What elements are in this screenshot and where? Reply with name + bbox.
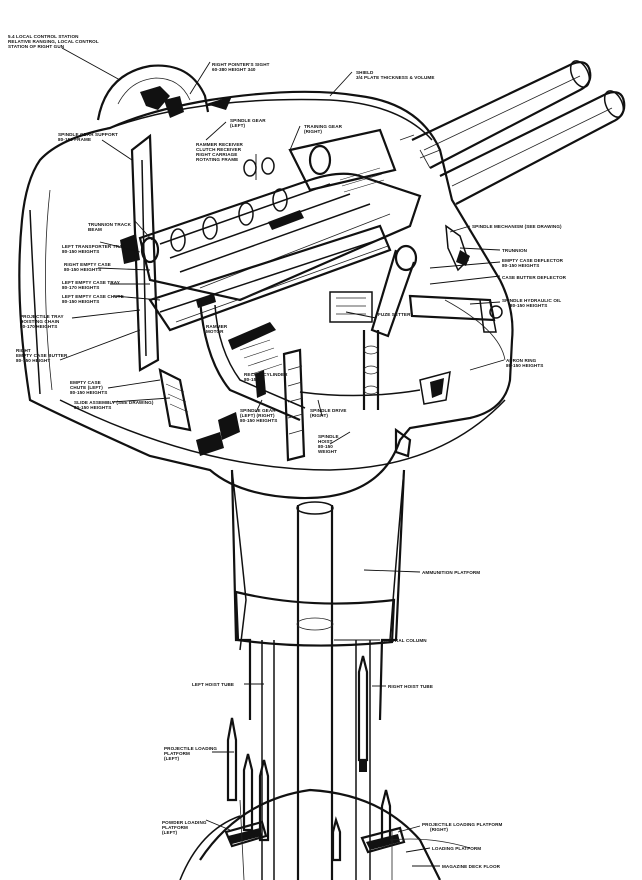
label-rammer: RAMMER RECEIVER	[196, 142, 244, 147]
label-rammer-3: RIGHT CARRIAGE	[196, 152, 237, 157]
label-spindle-hoist: SPINDLE	[318, 434, 339, 439]
gun-house-shield	[18, 64, 514, 500]
label-spindle-hoist-4: WEIGHT	[318, 449, 337, 454]
label-spindle-hydraulic-2: 80-150 HEIGHTS	[510, 303, 547, 308]
label-spindle-mechanism: SPINDLE MECHANISM (SEE DRAWING)	[472, 224, 562, 229]
label-powder-loading-platform-left-2: PLATFORM	[162, 825, 188, 830]
label-trunnion-track-2: BEAM	[88, 227, 102, 232]
label-magazine-deck: MAGAZINE DECK FLOOR	[442, 864, 501, 869]
label-rammer-2: CLUTCH RECEIVER	[196, 147, 242, 152]
label-apron-ring: APRON RING	[506, 358, 537, 363]
label-fuze-setter: FUZE SETTER	[378, 312, 411, 317]
label-projectile-loading-platform-left-2: PLATFORM	[164, 751, 190, 756]
label-recoil-cylinder: RECOIL CYLINDER	[244, 372, 288, 377]
label-empty-case-chute: EMPTY CASE	[70, 380, 101, 385]
label-left-empty-case-chute-2: 80-150 HEIGHTS	[62, 299, 99, 304]
label-spindle-gear-bottom: SPINDLE GEAR	[240, 408, 276, 413]
label-projectile-loading-platform-right: PROJECTILE LOADING PLATFORM	[422, 822, 503, 827]
label-left-hoist-tube: LEFT HOIST TUBE	[192, 682, 234, 687]
label-left-empty-case-tray: LEFT EMPTY CASE TRAY	[62, 280, 120, 285]
label-shield: SHIELD	[356, 70, 374, 75]
label-right-empty-case-butter-3: 80-150 HEIGHT	[16, 358, 50, 363]
label-right-empty-case-2: 80-150 HEIGHTS	[64, 267, 101, 272]
label-empty-case-chute-3: 80-150 HEIGHTS	[70, 390, 107, 395]
label-left-empty-case-chute: LEFT EMPTY CASE CHUTE	[62, 294, 124, 299]
recoil-cylinders	[140, 128, 397, 264]
label-local-control-station-2: RELATIVE RANGING, LOCAL CONTROL	[8, 39, 99, 44]
label-spindle-drive: SPINDLE DRIVE	[310, 408, 347, 413]
label-left-trunnion-tray: LEFT TRANSPORTER TRAY	[62, 244, 125, 249]
label-spindle-gear-support: SPINDLE GEAR SUPPORT	[58, 132, 118, 137]
label-right-empty-case-butter: RIGHT	[16, 348, 31, 353]
label-empty-case-deflector-2: 80-150 HEIGHTS	[502, 263, 539, 268]
label-powder-loading-platform-left-3: (LEFT)	[162, 830, 178, 835]
gun-carriage	[120, 128, 503, 462]
label-spindle-drive-2: (RIGHT)	[310, 413, 328, 418]
label-projectile-loading-platform-left-3: (LEFT)	[164, 756, 180, 761]
label-spindle-hoist-2: HOIST	[318, 439, 333, 444]
label-left-trunnion-tray-2: 80-150 HEIGHTS	[62, 249, 99, 254]
label-trunnion-track: TRUNNION TRACK	[88, 222, 132, 227]
label-spindle-hoist-3: 80-150	[318, 444, 333, 449]
label-training-gear: TRAINING GEAR	[304, 124, 343, 129]
labels: 5.4 LOCAL CONTROL STATION RELATIVE RANGI…	[8, 34, 567, 869]
label-right-sight-2: 60-380 HEIGHT 340	[212, 67, 256, 72]
label-right-hoist-tube: RIGHT HOIST TUBE	[388, 684, 433, 689]
label-case-butter-deflector: CASE BUTTER DEFLECTOR	[502, 275, 567, 280]
label-trunnion: TRUNNION	[502, 248, 528, 253]
label-left-empty-case-tray-2: 80-170 HEIGHTS	[62, 285, 99, 290]
label-slide-assembly-2: 80-150 HEIGHTS	[74, 405, 111, 410]
label-rammer-motor-2: MOTOR	[206, 329, 224, 334]
label-central-column: CENTRAL COLUMN	[382, 638, 427, 643]
label-powder-loading-platform-left: POWDER LOADING	[162, 820, 207, 825]
label-spindle-gear-bottom-3: 80-150 HEIGHTS	[240, 418, 277, 423]
label-rammer-4: ROTATING FRAME	[196, 157, 238, 162]
label-training-gear-2: (RIGHT)	[304, 129, 322, 134]
label-loading-platform: LOADING PLATFORM	[432, 846, 481, 851]
label-apron-ring-2: 80-150 HEIGHTS	[506, 363, 543, 368]
label-spindle-gear-2: (LEFT)	[230, 123, 246, 128]
label-projectile-loading-platform-left: PROJECTILE LOADING	[164, 746, 217, 751]
label-right-empty-case: RIGHT EMPTY CASE	[64, 262, 111, 267]
label-rammer-motor: RAMMER	[206, 324, 228, 329]
label-ammunition-platform: AMMUNITION PLATFORM	[422, 570, 480, 575]
label-projectile-tray-2: HOISTING CHAIN	[20, 319, 60, 324]
label-projectile-tray-3: 80-170 HEIGHTS	[20, 324, 57, 329]
label-local-control-station: 5.4 LOCAL CONTROL STATION	[8, 34, 79, 39]
label-right-empty-case-butter-2: EMPTY CASE BUTTER	[16, 353, 68, 358]
label-empty-case-chute-2: CHUTE (LEFT)	[70, 385, 103, 390]
label-empty-case-deflector: EMPTY CASE DEFLECTOR	[502, 258, 564, 263]
gun-barrels	[399, 60, 626, 205]
cupola-hatch	[140, 86, 184, 118]
label-spindle-gear-bottom-2: (LEFT) (RIGHT)	[240, 413, 275, 418]
label-spindle-hydraulic: SPINDLE HYDRAULIC OIL	[502, 298, 561, 303]
label-right-sight: RIGHT POINTER'S SIGHT	[212, 62, 270, 67]
label-spindle-gear-support-2: 80-150 FRAME	[58, 137, 91, 142]
label-local-control-station-3: STATION OF RIGHT GUN	[8, 44, 65, 49]
label-recoil-cylinder-2: 80-150	[244, 377, 259, 382]
label-spindle-gear: SPINDLE GEAR	[230, 118, 266, 123]
label-projectile-tray: PROJECTILE TRAY	[20, 314, 64, 319]
label-slide-assembly: SLIDE ASSEMBLY (SEE DRAWING)	[74, 400, 154, 405]
leader-lines	[59, 47, 505, 867]
label-projectile-loading-platform-right-2: (RIGHT)	[430, 827, 448, 832]
label-shield-2: 3/4 PLATE THICKNESS & VOLUME	[356, 75, 435, 80]
lower-trunk	[179, 469, 471, 880]
